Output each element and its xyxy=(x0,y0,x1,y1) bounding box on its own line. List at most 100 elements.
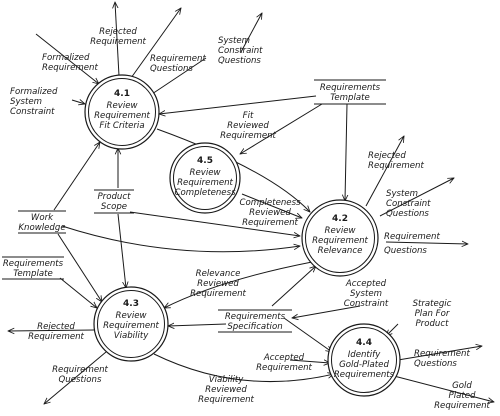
flow-label-relevance-reviewed-requirement: Relevance Reviewed Requirement xyxy=(190,269,246,299)
process-name-line: Requirement xyxy=(312,236,368,246)
store-product-scope: Product Scope xyxy=(94,189,134,214)
flow-label-line: Formalized xyxy=(42,53,90,63)
flow-knowledge-to-43-line xyxy=(57,233,102,302)
store-label-line: Knowledge xyxy=(18,223,65,233)
process-4-3: 4.3 Review Requirement Viability xyxy=(93,286,169,362)
store-label-line: Template xyxy=(13,269,53,279)
flow-label-line: Requirement xyxy=(368,161,424,171)
flow-template-to-42-line xyxy=(345,103,347,201)
flow-label-line: Requirement xyxy=(190,289,246,299)
flow-label-rejected-requirement-top: Rejected Requirement xyxy=(90,27,146,47)
flow-scope-to-43-line xyxy=(117,213,126,288)
process-id: 4.3 xyxy=(123,299,139,309)
flow-label-line: Viability xyxy=(209,375,245,385)
flow-to-system-constraint-questions-line xyxy=(148,57,207,97)
flow-label-line: Questions xyxy=(218,56,261,66)
process-name-line: Relevance xyxy=(318,246,363,256)
flow-label-rejected-requirement-right: Rejected Requirement xyxy=(368,151,424,171)
flow-label-line: Formalized xyxy=(10,87,58,97)
flow-rejected-requirement-top-line xyxy=(115,2,120,77)
flow-label-line: Strategic xyxy=(413,299,452,309)
flow-label-line: Requirement xyxy=(28,332,84,342)
flow-label-fit-reviewed-requirement: Fit Reviewed Requirement xyxy=(220,111,276,141)
flow-label-accepted-requirement: Accepted Requirement xyxy=(256,353,312,373)
flow-knowledge-to-41-line xyxy=(53,142,100,211)
flow-label-requirement-questions-right: Requirement Questions xyxy=(384,232,440,256)
process-name-line: Review xyxy=(106,101,138,111)
flow-label-line: Rejected xyxy=(37,322,75,332)
store-label-line: Requirements xyxy=(225,312,286,322)
process-name-line: Viability xyxy=(114,331,150,341)
flow-label-line: Plated xyxy=(449,391,476,401)
process-name-line: Requirements xyxy=(334,370,395,380)
flow-lines xyxy=(8,2,494,404)
flow-requirement-questions-right-line xyxy=(385,242,468,244)
flow-label-line: Requirement xyxy=(150,54,206,64)
flow-system-constraint-questions-right-line xyxy=(379,178,454,217)
flow-label-requirement-questions-bottom: Requirement Questions xyxy=(52,365,108,385)
flow-knowledge-to-42-line xyxy=(61,225,300,253)
flow-label-line: Constraint xyxy=(386,199,431,209)
process-name-line: Completeness xyxy=(174,188,236,198)
flow-viability-reviewed-requirement-line xyxy=(153,353,334,383)
flow-label-formalized-requirement: Formalized Requirement xyxy=(42,53,98,73)
flow-label-system-constraint-questions-right: System Constraint Questions xyxy=(386,189,431,219)
store-requirements-template-top: Requirements Template xyxy=(314,79,386,105)
flow-completeness-reviewed-requirement-line xyxy=(241,193,302,218)
flow-label-line: Requirement xyxy=(434,401,490,411)
flow-spec-to-44-line xyxy=(283,317,332,352)
flow-label-line: Constraint xyxy=(218,46,263,56)
flow-label-strategic-plan-for-product: Strategic Plan For Product xyxy=(413,299,452,329)
store-label-line: Requirements xyxy=(3,259,64,269)
flow-template-left-to-43-line xyxy=(59,277,97,308)
flow-spec-to-43-line xyxy=(168,324,227,326)
process-4-1: 4.1 Review Requirement Fit Criteria xyxy=(84,74,160,150)
process-name-line: Requirement xyxy=(103,321,159,331)
flow-requirement-questions-top-line xyxy=(130,8,181,79)
process-name-line: Review xyxy=(189,168,221,178)
flow-label-accepted-system-constraint: Accepted System Constraint xyxy=(344,279,389,309)
store-label-line: Specification xyxy=(227,322,282,332)
flow-formalized-system-constraint-line xyxy=(71,100,85,104)
process-name-line: Requirement xyxy=(177,178,233,188)
flow-label-line: Questions xyxy=(150,64,193,74)
flow-label-line: Reviewed xyxy=(205,385,247,395)
flow-label-formalized-system-constraint: Formalized System Constraint xyxy=(10,87,58,117)
flow-label-line: Fit xyxy=(243,111,254,121)
flow-system-constraint-questions-top-line xyxy=(240,13,262,53)
flow-label-line: Product xyxy=(416,319,450,329)
flow-requirement-questions-44-line xyxy=(397,346,482,361)
flow-label-line: Requirement xyxy=(384,232,440,242)
store-label-line: Product xyxy=(98,192,132,202)
flow-label-gold-plated-requirement: Gold Plated Requirement xyxy=(434,381,490,411)
flow-gold-plated-requirement-line xyxy=(393,375,494,402)
process-name-line: Fit Criteria xyxy=(99,121,144,131)
store-work-knowledge: Work Knowledge xyxy=(18,210,66,234)
flow-label-line: Constraint xyxy=(344,299,389,309)
flow-label-line: Completeness xyxy=(239,198,301,208)
store-label-line: Scope xyxy=(101,202,127,212)
process-name-line: Review xyxy=(115,311,147,321)
flow-label-line: Constraint xyxy=(10,107,55,117)
flow-label-line: Questions xyxy=(59,375,102,385)
flow-label-line: Requirement xyxy=(242,218,298,228)
flow-label-system-constraint-questions-top: System Constraint Questions xyxy=(218,36,263,66)
process-4-4: 4.4 Identify Gold-Plated Requirements xyxy=(327,323,401,397)
flow-label-line: Requirement xyxy=(42,63,98,73)
flow-spec-to-42-line xyxy=(271,266,316,307)
flow-label-line: Questions xyxy=(386,209,429,219)
flow-label-line: Requirement xyxy=(414,349,470,359)
process-name-line: Identify xyxy=(348,350,382,360)
process-name-line: Gold-Plated xyxy=(339,360,389,370)
flow-requirement-questions-bottom-line xyxy=(44,351,107,404)
flow-label-line: Requirement xyxy=(52,365,108,375)
flow-label-line: Requirement xyxy=(90,37,146,47)
flow-rejected-requirement-right-line xyxy=(365,136,404,207)
flow-formalized-requirement-line xyxy=(35,33,99,84)
process-name-line: Requirement xyxy=(94,111,150,121)
flow-label-line: Gold xyxy=(452,381,472,391)
process-4-2: 4.2 Review Requirement Relevance xyxy=(301,199,379,277)
store-label-line: Work xyxy=(31,213,54,223)
flow-label-line: System xyxy=(218,36,250,46)
